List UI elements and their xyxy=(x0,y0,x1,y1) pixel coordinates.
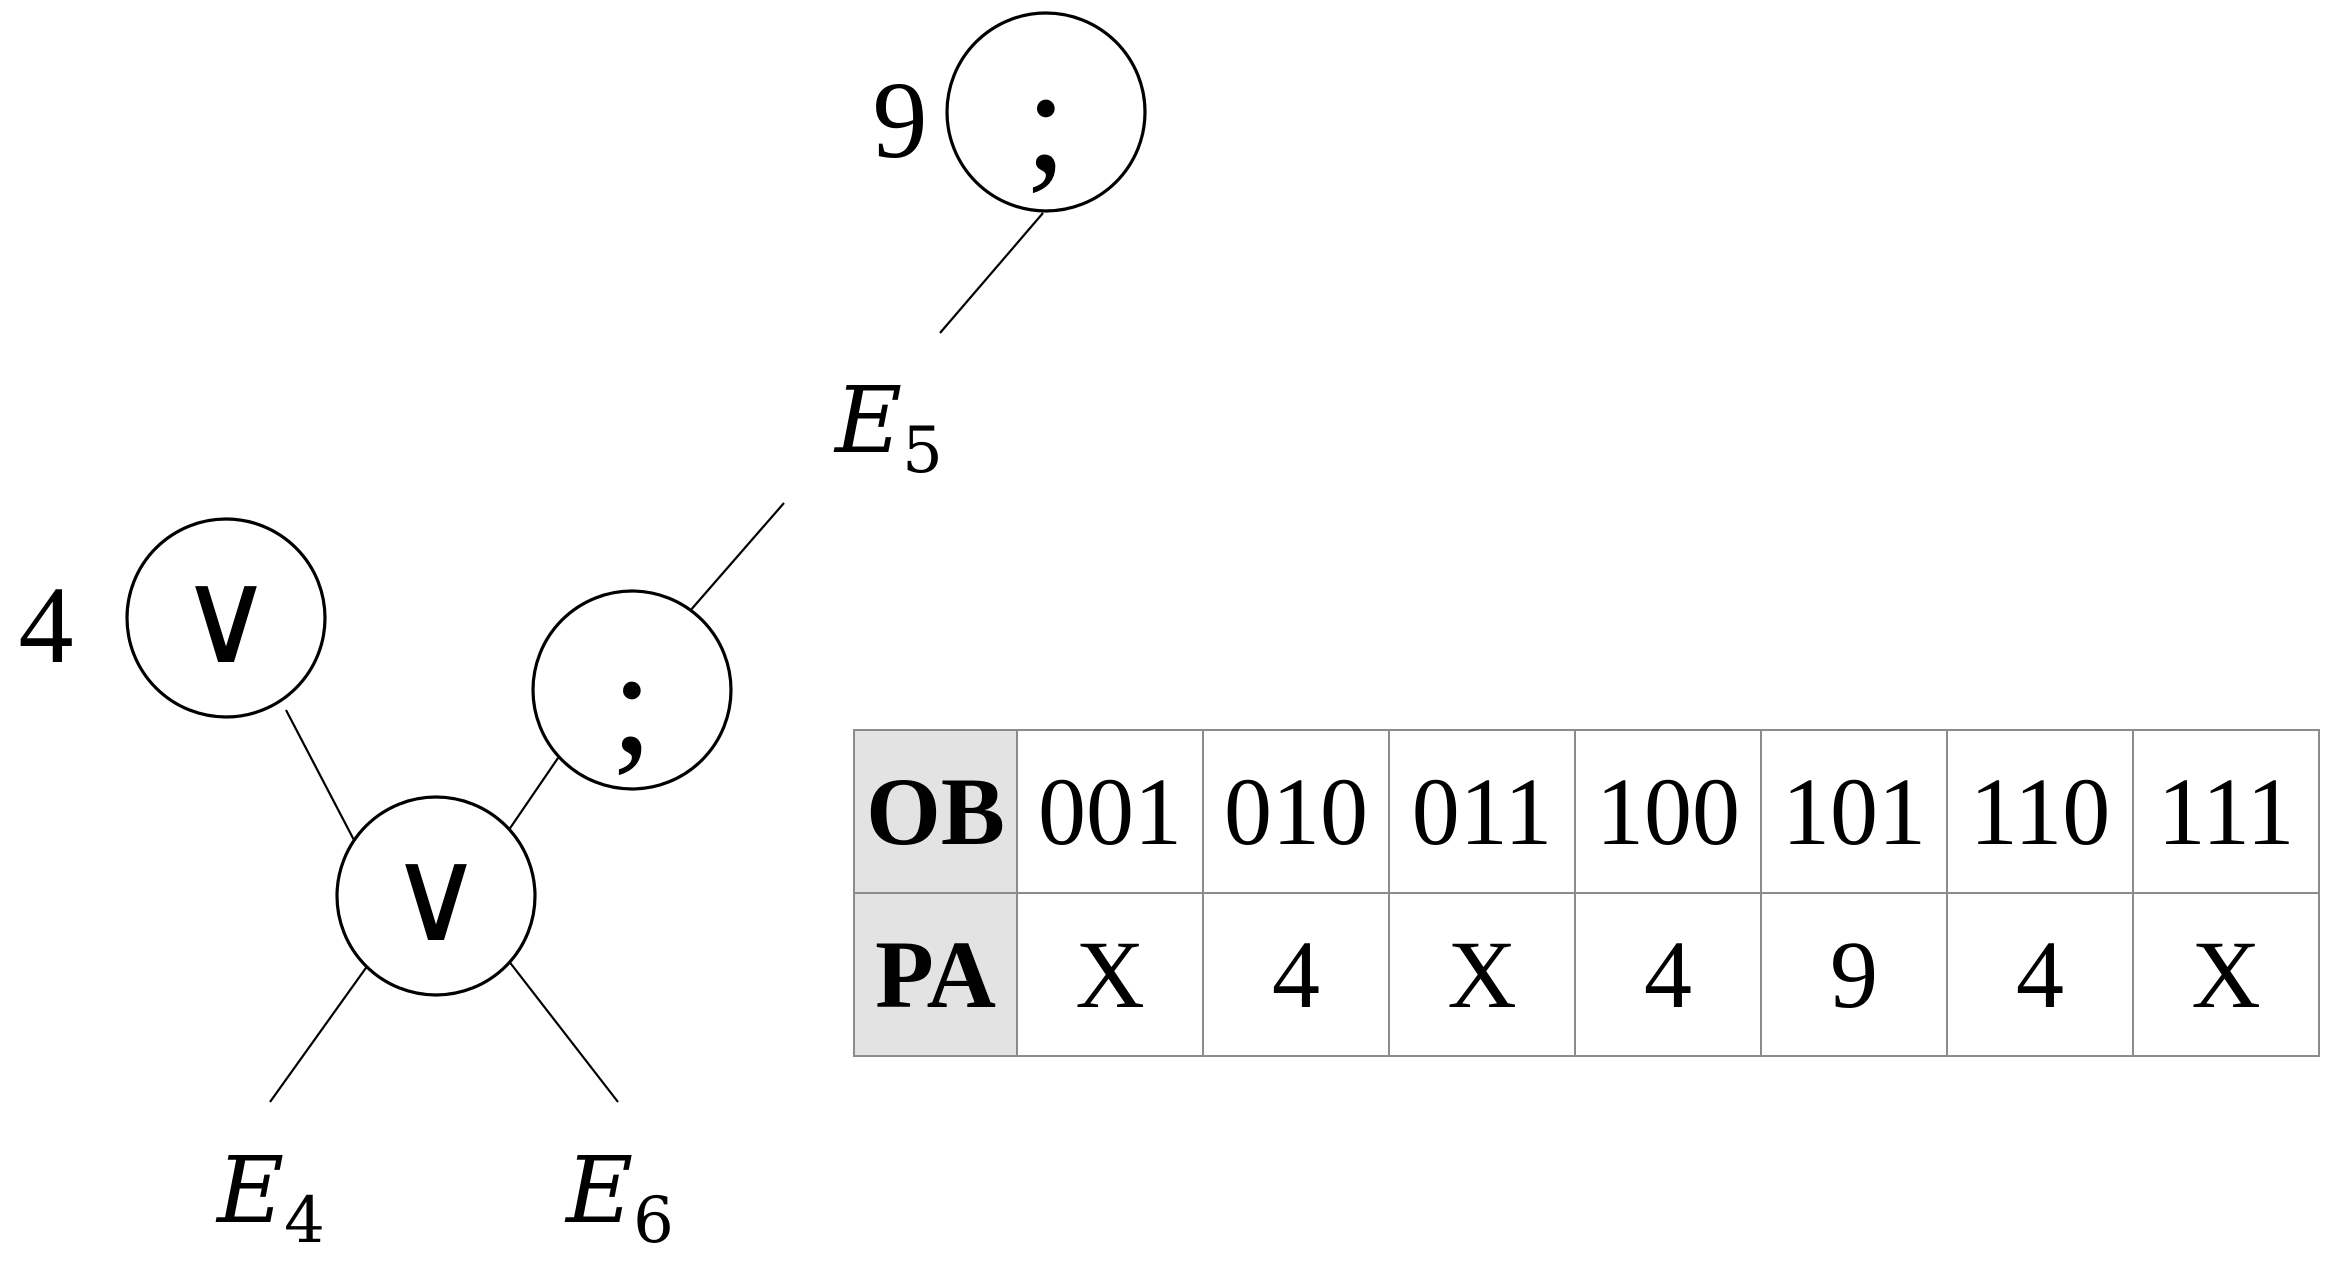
edge-label-e5-subscript: 5 xyxy=(902,414,943,488)
table-cell: 101 xyxy=(1760,729,1948,894)
edge-label-e4-subscript: 4 xyxy=(284,1184,325,1258)
root-node-circle xyxy=(945,11,1147,213)
or-node-left-circle xyxy=(125,517,327,719)
semicolon-node-operator: ; xyxy=(611,619,653,785)
or-node-center-circle xyxy=(335,795,537,997)
table-cell: 110 xyxy=(1946,729,2134,894)
table-cell: 011 xyxy=(1388,729,1576,894)
edge-label-e6: E6 xyxy=(564,1137,674,1258)
table-row-ob: OB 001 010 011 100 101 110 111 xyxy=(853,729,2320,894)
table-cell: 010 xyxy=(1202,729,1390,894)
edge-or-center-to-e6 xyxy=(507,959,619,1103)
table-cell: 4 xyxy=(1946,892,2134,1057)
or-node-left-label: 4 xyxy=(19,564,74,686)
table-cell: X xyxy=(2132,892,2320,1057)
ob-pa-table: OB 001 010 011 100 101 110 111 PA X 4 X … xyxy=(853,729,2320,1057)
or-node-center-operator: ∨ xyxy=(388,825,483,969)
or-node-left: ∨ xyxy=(125,517,327,719)
edge-label-e4: E4 xyxy=(215,1137,325,1258)
table-cell: X xyxy=(1388,892,1576,1057)
row-header-pa: PA xyxy=(853,892,1018,1057)
edge-label-e6-subscript: 6 xyxy=(633,1184,674,1258)
edge-root-to-e5 xyxy=(939,212,1044,334)
table-row-pa: PA X 4 X 4 9 4 X xyxy=(853,892,2320,1057)
table-cell: 100 xyxy=(1574,729,1762,894)
or-node-left-operator: ∨ xyxy=(178,547,273,691)
table-cell: 9 xyxy=(1760,892,1948,1057)
table-cell: 001 xyxy=(1016,729,1204,894)
semicolon-node: ; xyxy=(531,589,733,791)
row-header-ob: OB xyxy=(853,729,1018,894)
edge-label-e5: E5 xyxy=(833,367,943,488)
table-cell: 111 xyxy=(2132,729,2320,894)
table-cell: 4 xyxy=(1202,892,1390,1057)
root-node: ; xyxy=(945,11,1147,213)
root-node-operator: ; xyxy=(1025,37,1067,203)
edge-label-e6-name: E xyxy=(564,1137,633,1244)
edge-or-center-to-e4 xyxy=(269,964,369,1103)
edge-label-e5-name: E xyxy=(833,367,902,474)
edge-e5-to-semicolon-node xyxy=(675,502,785,628)
edge-semicolon-to-or-center xyxy=(501,757,559,841)
semicolon-node-circle xyxy=(531,589,733,791)
table-cell: 4 xyxy=(1574,892,1762,1057)
table-cell: X xyxy=(1016,892,1204,1057)
or-node-center: ∨ xyxy=(335,795,537,997)
root-node-label: 9 xyxy=(873,59,928,181)
edge-or-left-to-or-center xyxy=(285,709,356,843)
edge-label-e4-name: E xyxy=(215,1137,284,1244)
